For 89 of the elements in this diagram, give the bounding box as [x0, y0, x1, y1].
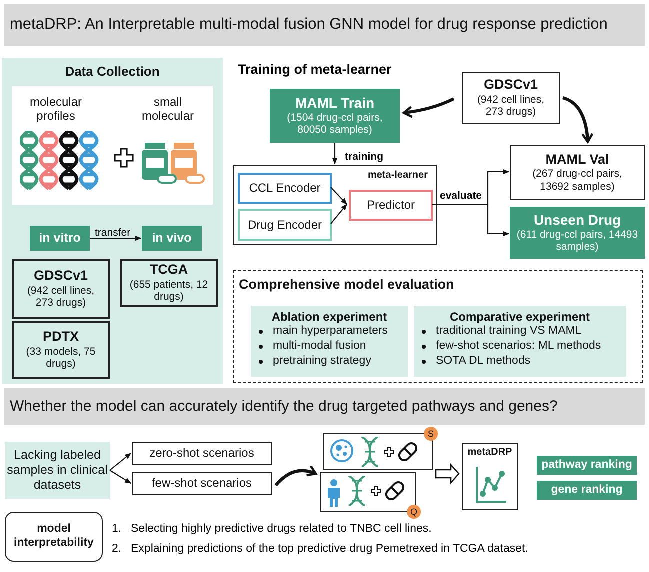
encoder-box	[238, 209, 332, 241]
illustration-panel	[12, 86, 213, 205]
detail-text: (655 patients, 12 drugs)	[128, 278, 210, 304]
heading: metaDRP: An Interpretable multi-modal fusion GNN model for drug response prediction	[10, 16, 608, 34]
heading: MAML Train	[295, 95, 375, 112]
heading: Predictor	[366, 198, 416, 213]
list-number: 2.	[112, 543, 122, 555]
bullet-item: multi-modal fusion	[273, 340, 366, 354]
detail-text: (611 drug-ccl pairs, 14493 samples)	[516, 228, 640, 254]
list-panel	[251, 306, 408, 377]
heading: Drug Encoder	[248, 218, 322, 232]
arrow	[90, 236, 142, 242]
detail-text: (1504 drug-ccl pairs, 80050 samples)	[286, 112, 384, 137]
scenario-box	[132, 472, 272, 495]
note-box	[5, 442, 110, 499]
heading: in vitro	[39, 231, 81, 246]
edge-label: training	[345, 152, 384, 162]
result-box	[537, 456, 637, 475]
dataset-box	[12, 321, 110, 379]
question-banner	[4, 388, 645, 425]
section-heading: Training of meta-learner	[238, 62, 392, 77]
edge-label: evaluate	[440, 191, 482, 202]
arrow	[332, 143, 338, 165]
encoder-box	[238, 173, 332, 204]
list-number: 1.	[112, 523, 122, 535]
heading: Whether the model can accurately identify the drug targeted pathways and genes?	[10, 398, 558, 416]
bullet-item: traditional training VS MAML	[436, 325, 582, 340]
rounded-box	[5, 512, 103, 562]
scenario-box	[132, 442, 272, 465]
heading: few-shot scenarios	[152, 476, 252, 491]
heading: CCL Encoder	[249, 181, 321, 196]
heading: gene ranking	[551, 484, 623, 498]
heading: metaDRP	[468, 447, 512, 459]
arrow	[330, 204, 348, 224]
bullet-item: SOTA DL methods	[436, 354, 531, 369]
heading: TCGA	[150, 262, 188, 278]
list-item: Explaining predictions of the top predictive drug Pemetrexed in TCGA dataset.	[131, 543, 528, 555]
detail-text: (942 cell lines, 273 drugs)	[476, 94, 546, 119]
model-box	[462, 443, 518, 510]
heading: Ablation experiment	[272, 310, 388, 324]
caption-text: small molecular	[140, 96, 196, 124]
heading: MAML Val	[546, 152, 610, 168]
badge: Q	[407, 505, 421, 519]
result-box	[537, 481, 637, 500]
section-frame	[233, 270, 643, 383]
arrow	[110, 453, 132, 471]
predictor-box	[349, 190, 433, 221]
heading: Comparative experiment	[450, 310, 590, 324]
section-panel	[2, 58, 223, 384]
arrow	[110, 470, 132, 484]
bullet-item: main hyperparameters	[273, 325, 388, 340]
heading: meta-learner	[368, 170, 428, 182]
dataset-box	[120, 259, 218, 307]
dataset-box	[12, 259, 110, 319]
heading: PDTX	[42, 329, 79, 346]
badge: S	[424, 427, 438, 441]
detail-text: (33 models, 75 drugs)	[25, 346, 97, 371]
process-box	[270, 89, 400, 143]
process-box	[30, 226, 90, 251]
bullet-item: pretraining strategy	[273, 354, 372, 369]
title-banner	[4, 4, 645, 46]
heading: GDSCv1	[34, 268, 88, 284]
list-item: Selecting highly predictive drugs related to TNBC cell lines.	[131, 523, 432, 535]
process-box	[142, 226, 202, 251]
arrow	[274, 465, 318, 487]
heading: model interpretability	[13, 523, 95, 551]
heading: Unseen Drug	[534, 212, 622, 229]
detail-text: (942 cell lines, 273 drugs)	[26, 284, 96, 310]
arrow	[402, 98, 455, 118]
heading: pathway ranking	[542, 458, 632, 472]
heading: GDSCv1	[484, 77, 538, 94]
dataset-box	[462, 72, 560, 124]
heading: Lacking labeled samples in clinical datasets	[7, 448, 108, 493]
heading: Data Collection	[65, 64, 160, 80]
caption-text: molecular profiles	[28, 96, 84, 124]
heading: Comprehensive model evaluation	[239, 277, 454, 294]
edge-label: transfer	[95, 228, 131, 238]
arrow	[562, 96, 594, 144]
arrow	[330, 187, 348, 205]
bullet-item: few-shot scenarios: ML methods	[436, 340, 602, 354]
module-box	[233, 165, 437, 245]
hollow-arrow	[435, 463, 460, 485]
heading: zero-shot scenarios	[150, 446, 254, 461]
list-panel	[414, 306, 626, 377]
detail-text: (267 drug-ccl pairs, 13692 samples)	[532, 168, 624, 194]
process-box	[510, 207, 645, 259]
heading: in vivo	[152, 231, 192, 246]
dataset-box	[510, 145, 645, 200]
arrow	[432, 204, 510, 237]
